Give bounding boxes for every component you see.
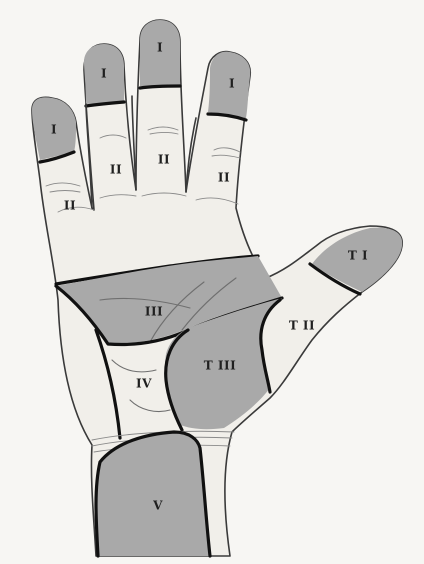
- label-thumb-tip: T I: [348, 249, 368, 263]
- label-ring-mid: II: [218, 171, 230, 185]
- label-hypothenar: IV: [136, 377, 152, 391]
- label-thumb-mid: T II: [289, 319, 315, 333]
- label-thenar: T III: [204, 359, 236, 373]
- label-palm-center: III: [145, 305, 163, 319]
- label-index-tip: I: [101, 67, 107, 81]
- label-little-tip: I: [51, 123, 57, 137]
- label-ring-tip: I: [229, 77, 235, 91]
- label-middle-mid: II: [158, 153, 170, 167]
- label-wrist: V: [152, 499, 163, 513]
- label-index-mid: II: [110, 163, 122, 177]
- label-little-mid: II: [64, 199, 76, 213]
- label-middle-tip: I: [157, 41, 163, 55]
